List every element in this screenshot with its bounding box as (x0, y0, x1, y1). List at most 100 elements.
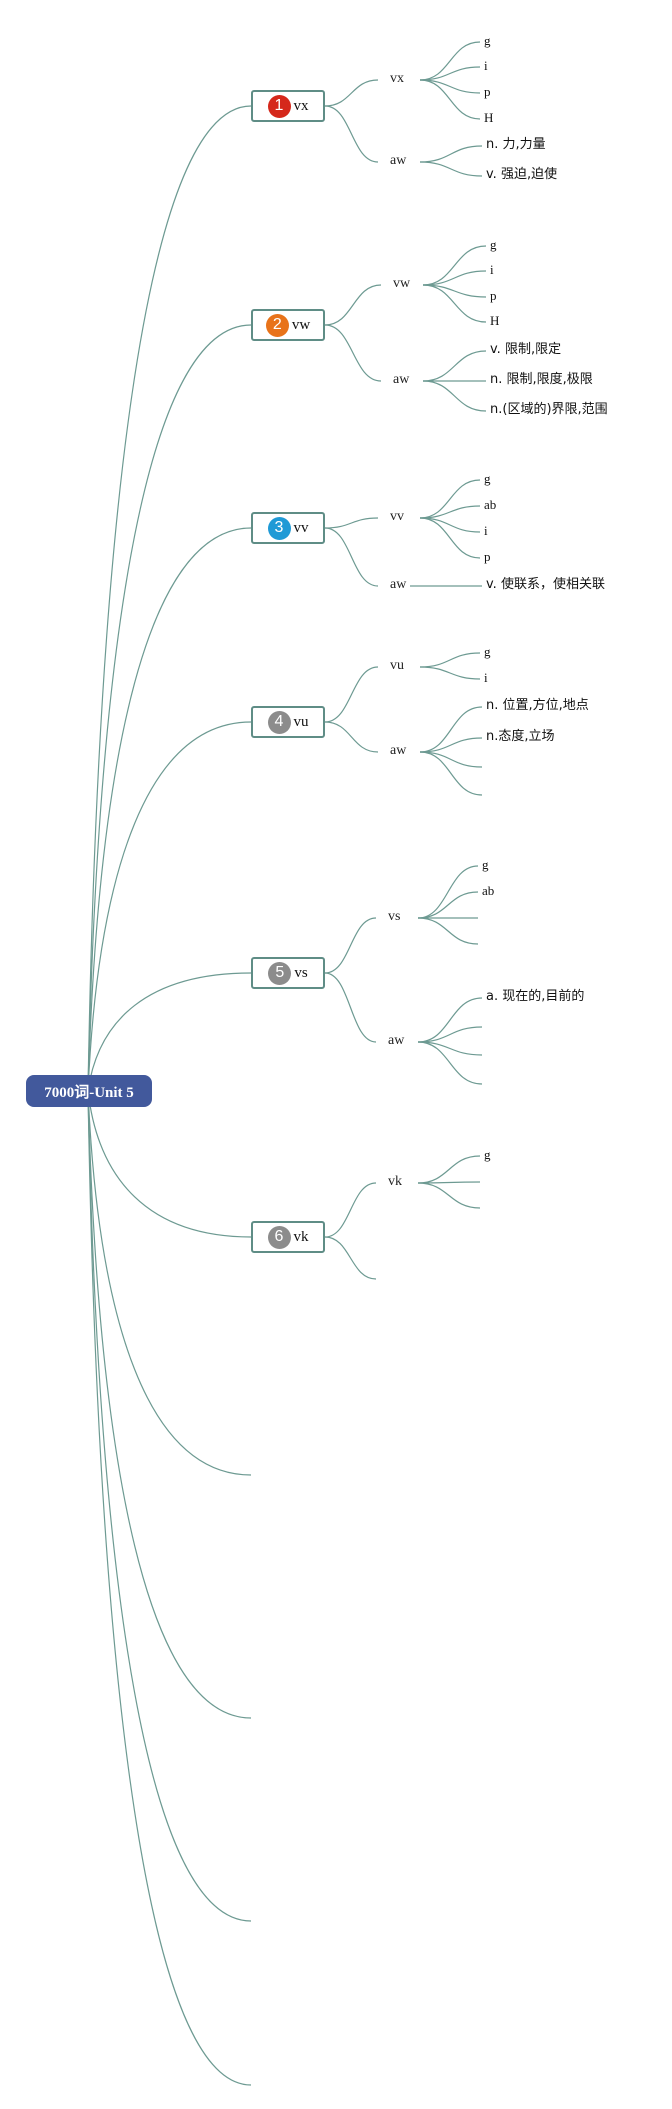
topic-to-sub-edge (324, 324, 382, 382)
topic-to-sub-edge (324, 105, 379, 163)
topic-to-sub-edge (324, 527, 379, 587)
sub-to-leaf-edge (419, 79, 481, 120)
root-label: 7000词-Unit 5 (44, 1084, 134, 1101)
topic-to-sub-edge (324, 517, 379, 529)
topic-to-sub-edge (324, 1236, 377, 1280)
leaf-item[interactable]: g (490, 237, 497, 252)
sub-to-leaf-edge (417, 1041, 483, 1085)
leaf-item[interactable]: g (484, 1147, 491, 1162)
sub-to-leaf-edge (419, 161, 483, 177)
subtopic-vs[interactable]: vs (388, 909, 401, 924)
sub-to-leaf-edge (419, 145, 483, 163)
sub-to-leaf-edge (419, 737, 483, 753)
sub-to-leaf-edge (417, 891, 479, 919)
subtopic-vv[interactable]: vv (390, 509, 404, 524)
sub-to-leaf-edge (417, 997, 483, 1043)
subtopic-vx[interactable]: vx (390, 71, 404, 86)
leaf-item[interactable]: H (484, 110, 494, 125)
leaf-item[interactable]: n.(区域的)界限,范围 (490, 402, 608, 417)
sub-to-leaf-edge (419, 706, 483, 753)
leaf-item[interactable]: n. 位置,方位,地点 (486, 698, 589, 713)
leaf-item[interactable]: n. 力,力量 (486, 137, 546, 152)
subtopic-vw[interactable]: vw (393, 276, 411, 291)
topic-to-sub-edge (324, 666, 379, 723)
sub-to-leaf-edge (417, 917, 479, 945)
sub-to-leaf-edge (419, 479, 481, 519)
subtopic-aw[interactable]: aw (390, 743, 407, 758)
sub-to-leaf-edge (419, 751, 483, 796)
root-to-empty-branch-edge (87, 1090, 252, 2086)
sub-to-leaf-edge (422, 350, 487, 382)
leaf-item[interactable]: p (490, 288, 497, 303)
topic-label: vs (294, 964, 308, 981)
root-node[interactable]: 7000词-Unit 5 (26, 1075, 152, 1107)
root-to-empty-branch-edge (87, 1090, 252, 1476)
leaf-item[interactable]: H (490, 313, 500, 328)
subtopic-aw[interactable]: aw (390, 153, 407, 168)
topic-number-badge: 6 (267, 1225, 291, 1249)
sub-to-leaf-edge (417, 1041, 483, 1056)
root-to-topic-edge (87, 721, 252, 1092)
leaf-item[interactable]: v. 强迫,迫使 (486, 167, 558, 182)
sub-to-leaf-edge (417, 1182, 481, 1209)
topic-to-sub-edge (324, 284, 382, 326)
leaf-item[interactable]: g (484, 644, 491, 659)
topic-to-sub-edge (324, 972, 377, 1043)
root-to-topic-edge (87, 527, 252, 1092)
subtopic-aw[interactable]: aw (390, 577, 407, 592)
leaf-item[interactable]: n. 限制,限度,极限 (490, 372, 593, 387)
sub-to-leaf-edge (417, 865, 479, 919)
root-to-empty-branch-edge (87, 1090, 252, 1719)
sub-to-leaf-edge (419, 751, 483, 768)
sub-to-leaf-edge (417, 1155, 481, 1184)
leaf-item[interactable]: ab (482, 883, 495, 898)
topic-number-badge: 4 (267, 710, 291, 734)
topic-to-sub-edge (324, 721, 379, 753)
sub-to-leaf-edge (422, 284, 487, 323)
leaf-item[interactable]: g (484, 33, 491, 48)
subtopic-vu[interactable]: vu (390, 658, 404, 673)
leaf-item[interactable]: g (484, 471, 491, 486)
leaf-item[interactable]: i (490, 262, 494, 277)
sub-to-leaf-edge (419, 41, 481, 81)
leaf-item[interactable]: i (484, 670, 488, 685)
sub-to-leaf-edge (419, 517, 481, 533)
leaf-item[interactable]: v. 使联系，使相关联 (486, 577, 605, 592)
root-to-topic-edge (87, 972, 252, 1092)
sub-to-leaf-edge (419, 666, 481, 680)
topic-label: vu (293, 713, 309, 730)
leaf-item[interactable]: i (484, 58, 488, 73)
sub-to-leaf-edge (417, 1026, 483, 1043)
root-to-topic-edge (87, 1090, 252, 1238)
subtopic-aw[interactable]: aw (393, 372, 410, 387)
sub-to-leaf-edge (422, 245, 487, 286)
leaf-item[interactable]: g (482, 857, 489, 872)
leaf-item[interactable]: n.态度,立场 (486, 729, 555, 744)
topic-label: vv (293, 519, 309, 536)
topic-number-badge: 5 (268, 961, 292, 985)
sub-to-leaf-edge (419, 505, 481, 519)
sub-to-leaf-edge (419, 66, 481, 81)
topic-label: vk (293, 1228, 309, 1245)
leaf-item[interactable]: p (484, 84, 491, 99)
root-to-empty-branch-edge (87, 1090, 252, 1922)
root-to-topic-edge (87, 324, 252, 1092)
leaf-item[interactable]: p (484, 549, 491, 564)
topic-label: vw (291, 316, 311, 333)
topic-to-sub-edge (324, 79, 379, 107)
leaf-item[interactable]: ab (484, 497, 497, 512)
leaf-item[interactable]: v. 限制,限定 (490, 342, 562, 357)
subtopic-vk[interactable]: vk (388, 1174, 402, 1189)
sub-to-leaf-edge (419, 652, 481, 668)
subtopic-aw[interactable]: aw (388, 1033, 405, 1048)
leaf-item[interactable]: i (484, 523, 488, 538)
root-to-topic-edge (87, 105, 252, 1092)
leaf-item[interactable]: a. 现在的,目前的 (486, 989, 585, 1004)
